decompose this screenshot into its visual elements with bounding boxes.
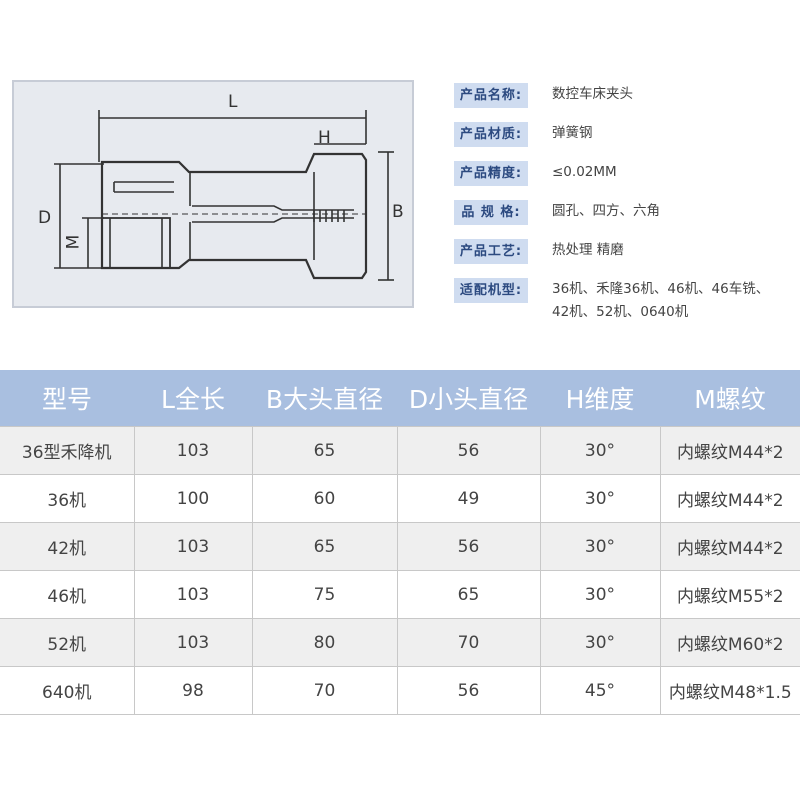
table-cell: 100 [133, 474, 253, 523]
table-row: 640机 98 70 56 45° 内螺纹M48*1.5 [0, 666, 800, 715]
table-cell: 30° [539, 522, 661, 571]
table-cell: 640机 [0, 666, 135, 715]
spec-label: 品 规 格: [454, 200, 528, 225]
dim-label-l: L [228, 92, 238, 112]
dim-label-b: B [392, 202, 404, 222]
table-cell: 45° [539, 666, 661, 715]
table-header-row: 型号 L全长 B大头直径 D小头直径 H维度 M螺纹 [0, 370, 800, 427]
spec-value: 弹簧钢 [552, 125, 593, 141]
table-row: 36机 100 60 49 30° 内螺纹M44*2 [0, 474, 800, 523]
table-row: 46机 103 75 65 30° 内螺纹M55*2 [0, 570, 800, 619]
table-cell: 65 [251, 522, 398, 571]
table-cell: 49 [396, 474, 541, 523]
table-cell: 56 [396, 426, 541, 475]
table-cell: 75 [251, 570, 398, 619]
table-cell: 103 [133, 522, 253, 571]
table-cell: 65 [251, 426, 398, 475]
table-cell: 103 [133, 618, 253, 667]
table-cell: 60 [251, 474, 398, 523]
table-cell: 内螺纹M55*2 [659, 570, 800, 619]
table-cell: 36型禾降机 [0, 426, 135, 475]
spec-row-size: 品 规 格: 圆孔、四方、六角 [454, 200, 772, 225]
spec-row-name: 产品名称: 数控车床夹头 [454, 83, 772, 108]
spec-row-material: 产品材质: 弹簧钢 [454, 122, 772, 147]
header-model: 型号 [0, 370, 134, 427]
table-cell: 42机 [0, 522, 135, 571]
table-cell: 56 [396, 666, 541, 715]
table-cell: 98 [133, 666, 253, 715]
table-cell: 内螺纹M44*2 [659, 426, 800, 475]
table-cell: 52机 [0, 618, 135, 667]
table-cell: 103 [133, 570, 253, 619]
table-cell: 内螺纹M44*2 [659, 474, 800, 523]
table-cell: 内螺纹M44*2 [659, 522, 800, 571]
header-small-diameter: D小头直径 [397, 370, 540, 427]
spec-label: 适配机型: [454, 278, 528, 303]
spec-label: 产品材质: [454, 122, 528, 147]
table-cell: 30° [539, 474, 661, 523]
spec-value: 圆孔、四方、六角 [552, 203, 660, 219]
spec-value: 36机、禾隆36机、46机、46车铣、42机、52机、0640机 [552, 281, 770, 320]
table-row: 52机 103 80 70 30° 内螺纹M60*2 [0, 618, 800, 667]
table-cell: 80 [251, 618, 398, 667]
dim-label-m: M [63, 234, 84, 250]
table-cell: 103 [133, 426, 253, 475]
table-cell: 30° [539, 426, 661, 475]
table-cell: 70 [396, 618, 541, 667]
spec-label: 产品工艺: [454, 239, 528, 264]
table-row: 42机 103 65 56 30° 内螺纹M44*2 [0, 522, 800, 571]
spec-label: 产品精度: [454, 161, 528, 186]
table-cell: 65 [396, 570, 541, 619]
spec-row-models: 适配机型: 36机、禾隆36机、46机、46车铣、42机、52机、0640机 [454, 278, 772, 324]
table-cell: 70 [251, 666, 398, 715]
table-cell: 30° [539, 570, 661, 619]
header-length: L全长 [134, 370, 252, 427]
spec-label: 产品名称: [454, 83, 528, 108]
header-big-diameter: B大头直径 [252, 370, 397, 427]
spec-value: ≤0.02MM [552, 164, 617, 180]
spec-row-precision: 产品精度: ≤0.02MM [454, 161, 772, 186]
table-cell: 30° [539, 618, 661, 667]
table-cell: 46机 [0, 570, 135, 619]
table-cell: 内螺纹M60*2 [659, 618, 800, 667]
table-cell: 36机 [0, 474, 135, 523]
collet-diagram: L H B D M [12, 80, 414, 308]
spec-value: 数控车床夹头 [552, 86, 633, 102]
spec-value: 热处理 精磨 [552, 242, 624, 258]
header-angle: H维度 [540, 370, 660, 427]
table-cell: 56 [396, 522, 541, 571]
table-cell: 内螺纹M48*1.5 [659, 666, 800, 715]
collet-drawing [54, 110, 394, 281]
header-thread: M螺纹 [660, 370, 800, 427]
spec-table: 型号 L全长 B大头直径 D小头直径 H维度 M螺纹 36型禾降机 103 65… [0, 370, 800, 715]
dim-label-d: D [38, 208, 52, 228]
table-row: 36型禾降机 103 65 56 30° 内螺纹M44*2 [0, 426, 800, 475]
spec-row-process: 产品工艺: 热处理 精磨 [454, 239, 772, 264]
dim-label-h: H [318, 128, 331, 148]
